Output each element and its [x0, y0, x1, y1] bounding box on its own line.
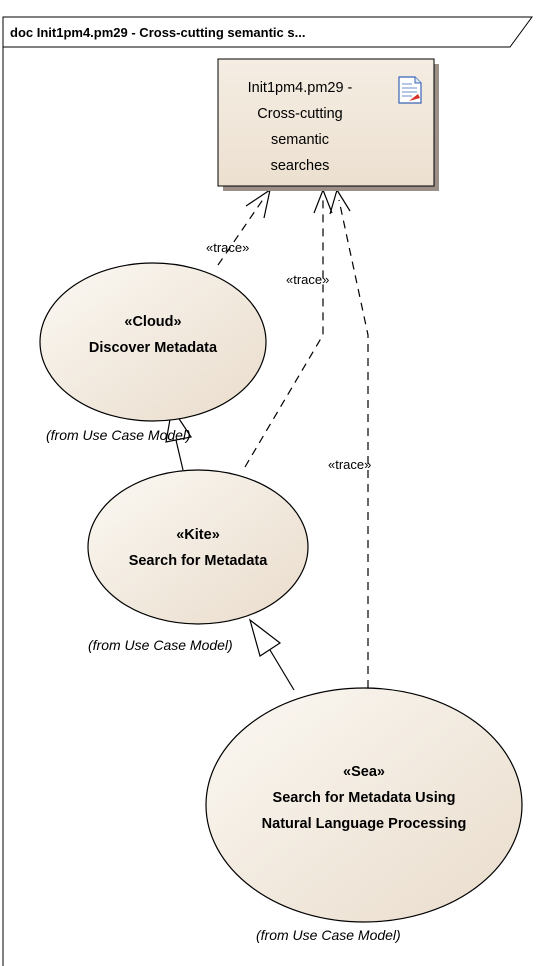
requirement-line-3: semantic — [271, 132, 329, 148]
use-case-stereotype: «Cloud» — [124, 314, 181, 330]
document-icon — [398, 76, 422, 104]
generalization-arrowhead-nlp — [248, 618, 282, 657]
requirement-line-1: Init1pm4.pm29 - — [248, 80, 353, 96]
connectors — [165, 188, 369, 691]
use-case-origin-nlp: (from Use Case Model) — [256, 927, 401, 943]
frame-title: doc Init1pm4.pm29 - Cross-cutting semant… — [10, 25, 305, 40]
use-case-ellipse — [205, 687, 523, 923]
use-case-ellipse — [39, 262, 267, 422]
generalization-line-search — [175, 439, 184, 471]
use-case-name: Discover Metadata — [89, 340, 218, 356]
trace-line-nlp — [338, 199, 369, 688]
trace-arrowhead-nlp — [329, 188, 351, 215]
requirement-line-2: Cross-cutting — [257, 106, 342, 122]
use-case-name-line-1: Search for Metadata Using — [273, 790, 456, 806]
trace-arrowhead-discover — [245, 188, 271, 219]
trace-label-discover: «trace» — [206, 240, 249, 255]
use-case-search-for-metadata[interactable]: «Kite» Search for Metadata — [87, 469, 309, 625]
trace-line-search — [244, 200, 324, 468]
trace-label-nlp: «trace» — [328, 457, 371, 472]
requirement-box — [217, 58, 435, 187]
requirement-line-4: searches — [271, 158, 330, 174]
trace-label-search: «trace» — [286, 272, 329, 287]
use-case-origin-discover: (from Use Case Model) — [46, 427, 191, 443]
use-case-origin-search: (from Use Case Model) — [88, 637, 233, 653]
use-case-stereotype: «Kite» — [176, 527, 220, 543]
diagram-frame: doc Init1pm4.pm29 - Cross-cutting semant… — [2, 16, 533, 966]
use-case-discover-metadata[interactable]: «Cloud» Discover Metadata — [39, 262, 267, 422]
requirement-node[interactable]: Init1pm4.pm29 - Cross-cutting semantic s… — [217, 58, 439, 191]
use-case-ellipse — [87, 469, 309, 625]
use-case-stereotype: «Sea» — [343, 764, 385, 780]
use-case-name-line-2: Natural Language Processing — [262, 816, 467, 832]
use-case-search-nlp[interactable]: «Sea» Search for Metadata Using Natural … — [205, 687, 523, 923]
generalization-line-nlp — [269, 649, 295, 691]
use-case-name: Search for Metadata — [129, 553, 269, 569]
frame-title-tab — [2, 16, 533, 48]
